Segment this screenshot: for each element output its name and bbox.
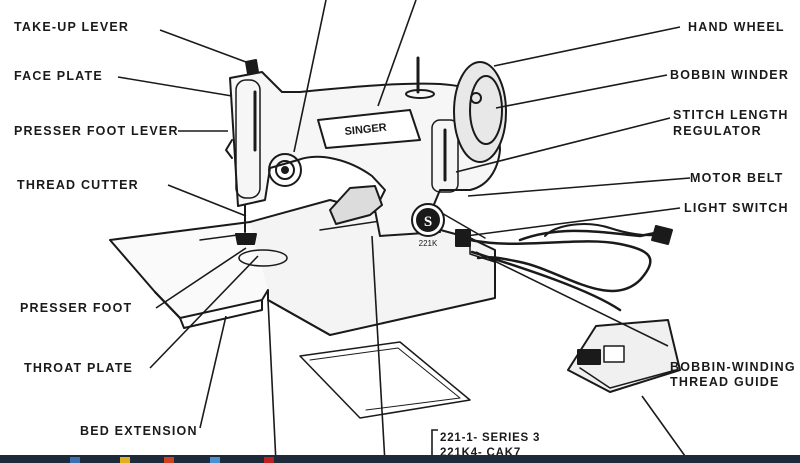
leader-motor-belt: [468, 178, 690, 196]
label-stitch-length: STITCH LENGTH: [673, 108, 789, 122]
label-light-switch: LIGHT SWITCH: [684, 201, 789, 215]
leader-bobbin-winder: [496, 75, 667, 108]
label-throat-plate: THROAT PLATE: [24, 361, 133, 375]
label-thread-guide: THREAD GUIDE: [670, 375, 780, 389]
label-regulator: REGULATOR: [673, 124, 762, 138]
label-bobbin-winding: BOBBIN-WINDING: [670, 360, 796, 374]
leader-face-plate: [118, 77, 232, 96]
taskbar-app-icon[interactable]: [264, 457, 274, 463]
taskbar-app-icon[interactable]: [70, 457, 80, 463]
label-presser-foot-lever: PRESSER FOOT LEVER: [14, 124, 179, 138]
hand-wheel: [454, 62, 506, 162]
label-motor-belt: MOTOR BELT: [690, 171, 783, 185]
label-take-up-lever: TAKE-UP LEVER: [14, 20, 129, 34]
taskbar-app-icon[interactable]: [120, 457, 130, 463]
taskbar-app-icon[interactable]: [164, 457, 174, 463]
label-face-plate: FACE PLATE: [14, 69, 103, 83]
label-hand-wheel: HAND WHEEL: [688, 20, 785, 34]
leader-thread-cutter: [168, 185, 246, 216]
model-text: 221K: [419, 239, 438, 248]
leader-bobbin-winding-guide: [476, 252, 668, 346]
taskbar-app-icon[interactable]: [210, 457, 220, 463]
label-presser-foot: PRESSER FOOT: [20, 301, 132, 315]
leader-bed-extension: [200, 316, 226, 428]
leader-hand-wheel: [494, 27, 680, 66]
leader-take-up-lever: [160, 30, 246, 62]
emblem-letter: S: [424, 214, 432, 230]
label-thread-cutter: THREAD CUTTER: [17, 178, 139, 192]
machine-base: [250, 200, 495, 335]
series-line-1: 221-1- SERIES 3: [440, 431, 540, 445]
label-bed-extension: BED EXTENSION: [80, 424, 198, 438]
label-bobbin-winder: BOBBIN WINDER: [670, 68, 789, 82]
